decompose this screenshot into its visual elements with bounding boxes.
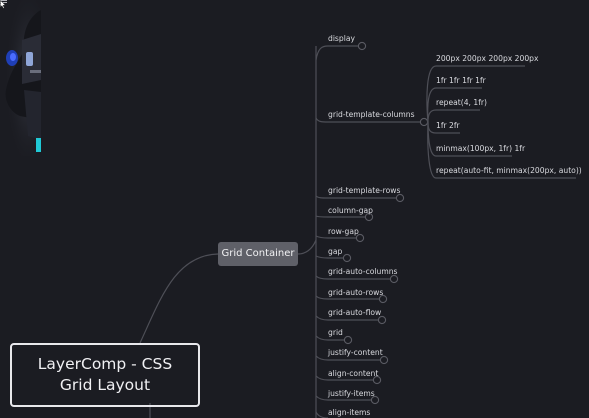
robot-decoration-icon bbox=[0, 0, 41, 156]
node-value-minmax[interactable]: minmax(100px, 1fr) 1fr bbox=[436, 144, 526, 153]
node-grid-auto-rows[interactable]: grid-auto-rows bbox=[328, 288, 384, 297]
node-display[interactable]: display bbox=[328, 34, 355, 43]
node-grid-auto-flow[interactable]: grid-auto-flow bbox=[328, 308, 382, 317]
node-grid[interactable]: grid bbox=[328, 328, 343, 337]
node-align-content[interactable]: align-content bbox=[328, 369, 379, 378]
node-gap[interactable]: gap bbox=[328, 247, 343, 256]
node-value-repeat-4[interactable]: repeat(4, 1fr) bbox=[436, 98, 487, 107]
root-title-line2: Grid Layout bbox=[59, 376, 151, 394]
root-node[interactable]: LayerComp - CSS Grid Layout bbox=[10, 343, 200, 407]
node-justify-content[interactable]: justify-content bbox=[328, 348, 383, 357]
node-value-1fr-2fr[interactable]: 1fr 2fr bbox=[436, 121, 460, 130]
node-justify-items[interactable]: justify-items bbox=[328, 389, 375, 398]
node-row-gap[interactable]: row-gap bbox=[328, 227, 359, 236]
node-value-1fr-x4[interactable]: 1fr 1fr 1fr 1fr bbox=[436, 76, 486, 85]
node-grid-template-columns[interactable]: grid-template-columns bbox=[328, 110, 415, 119]
node-column-gap[interactable]: column-gap bbox=[328, 206, 373, 215]
node-grid-auto-columns[interactable]: grid-auto-columns bbox=[328, 267, 398, 276]
node-value-200px[interactable]: 200px 200px 200px 200px bbox=[436, 54, 539, 63]
node-value-repeat-auto-fit[interactable]: repeat(auto-fit, minmax(200px, auto)) bbox=[436, 166, 582, 175]
node-align-items[interactable]: align-items bbox=[328, 408, 371, 417]
hub-node-grid-container[interactable]: Grid Container bbox=[218, 242, 298, 266]
root-title-line1: LayerComp - CSS bbox=[37, 355, 173, 373]
node-grid-template-rows[interactable]: grid-template-rows bbox=[328, 186, 401, 195]
